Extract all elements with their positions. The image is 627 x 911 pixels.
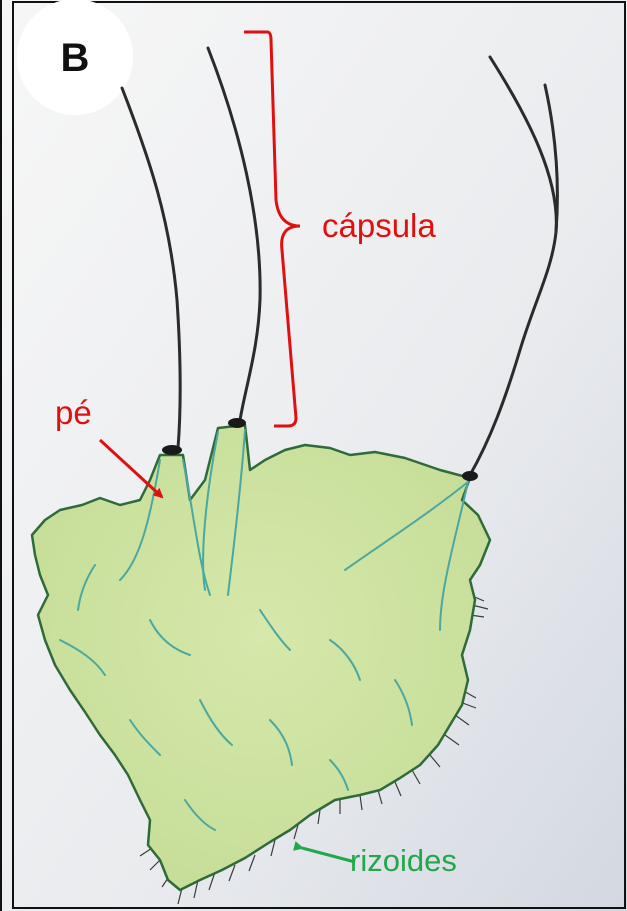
panel-letter-badge: B [17,0,133,115]
rhizoids-label: rizoides [350,843,457,878]
panel-letter: B [61,36,90,80]
foot-label: pé [55,394,92,431]
capsule-label: cápsula [322,207,436,244]
